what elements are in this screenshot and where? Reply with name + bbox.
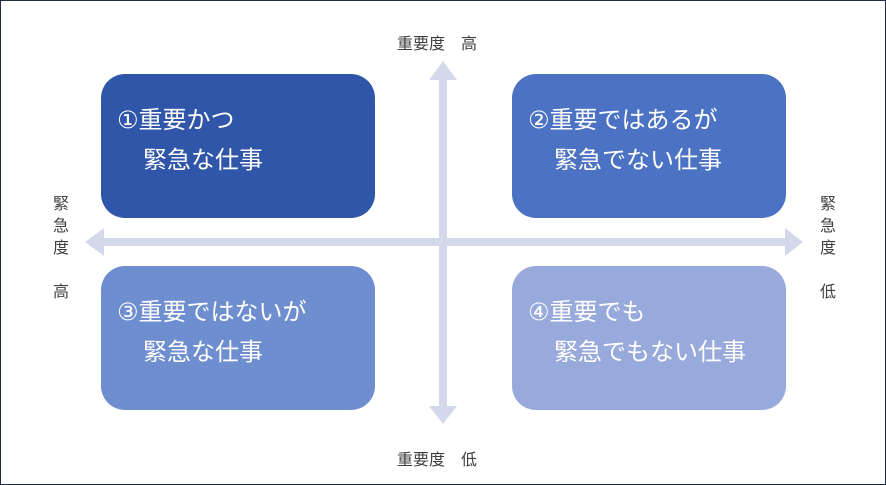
axis-label-importance-high: 重要度 高 bbox=[397, 34, 478, 53]
arrow-left-icon bbox=[85, 228, 104, 256]
quadrant-3-line1: ③重要ではないが bbox=[117, 298, 307, 326]
axis-label-urgency-right: 緊 急 度 bbox=[818, 193, 838, 259]
urgency-right-char-3: 度 bbox=[819, 238, 836, 257]
axis-label-urgency-high: 高 bbox=[52, 282, 69, 301]
axis-label-urgency-left: 緊 急 度 bbox=[51, 193, 71, 259]
arrow-up-icon bbox=[429, 61, 457, 80]
quadrant-1-line1: ①重要かつ bbox=[117, 106, 235, 134]
urgency-right-char-1: 緊 bbox=[819, 194, 836, 213]
quadrant-4-line1: ④重要でも bbox=[528, 298, 646, 326]
arrow-right-icon bbox=[785, 228, 803, 256]
axis-label-importance-low: 重要度 低 bbox=[397, 450, 478, 469]
quadrant-1-line2: 緊急な仕事 bbox=[143, 146, 263, 174]
arrow-down-icon bbox=[429, 406, 457, 424]
quadrant-not-important-not-urgent: ④重要でも 緊急でもない仕事 bbox=[512, 266, 786, 410]
quadrant-2-line2: 緊急でない仕事 bbox=[554, 146, 722, 174]
urgency-left-char-2: 急 bbox=[52, 216, 69, 235]
quadrant-3-line2: 緊急な仕事 bbox=[143, 338, 263, 366]
quadrant-2-line1: ②重要ではあるが bbox=[528, 106, 718, 134]
horizontal-axis-shaft bbox=[101, 238, 789, 246]
quadrant-not-important-urgent: ③重要ではないが 緊急な仕事 bbox=[101, 266, 375, 410]
axis-label-urgency-low: 低 bbox=[819, 282, 836, 301]
quadrant-4-line2: 緊急でもない仕事 bbox=[554, 338, 746, 366]
urgency-left-char-3: 度 bbox=[52, 238, 69, 257]
quadrant-important-not-urgent: ②重要ではあるが 緊急でない仕事 bbox=[512, 74, 786, 218]
urgency-left-char-1: 緊 bbox=[52, 194, 69, 213]
quadrant-important-urgent: ①重要かつ 緊急な仕事 bbox=[101, 74, 375, 218]
urgency-right-char-2: 急 bbox=[819, 216, 836, 235]
